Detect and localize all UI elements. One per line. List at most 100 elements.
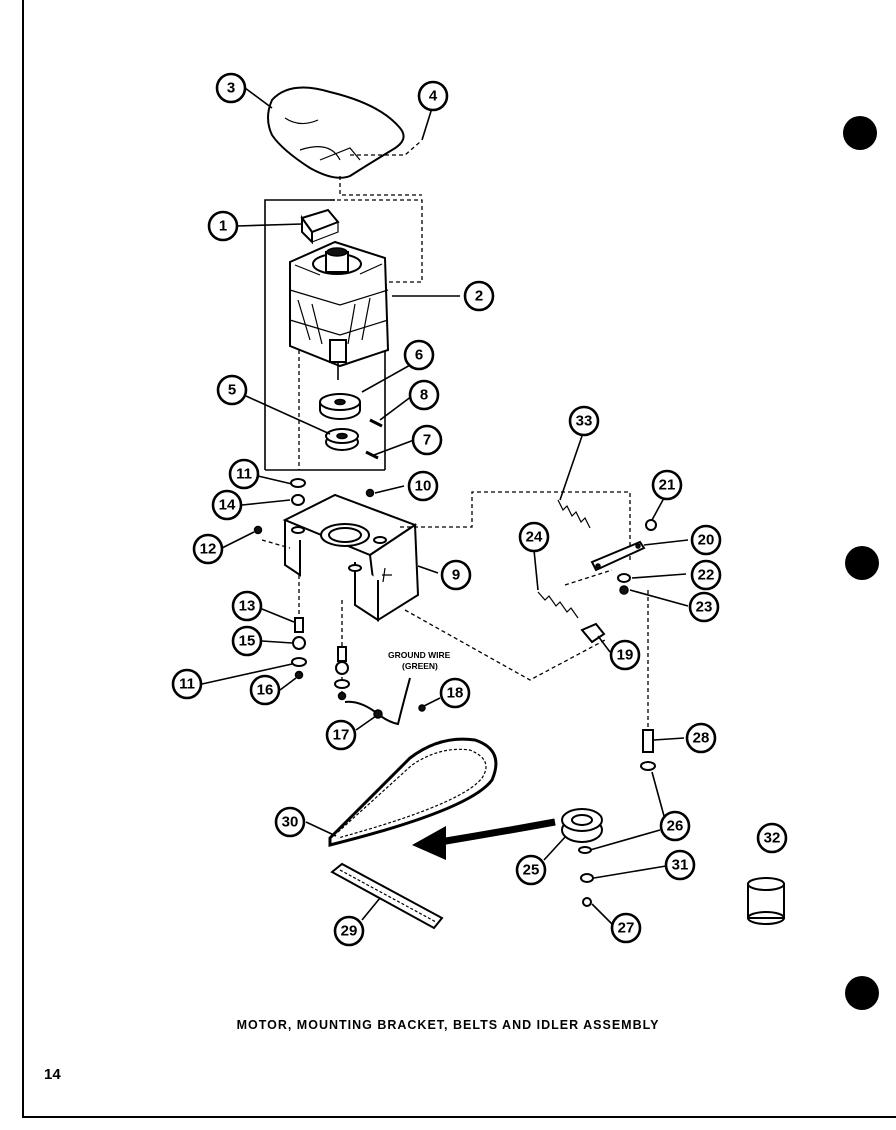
motor-pulley xyxy=(319,393,361,420)
svg-text:5: 5 xyxy=(228,382,236,399)
callout-33: 33 xyxy=(568,405,600,437)
nut-21 xyxy=(645,519,657,531)
callout-29: 29 xyxy=(333,915,365,947)
nut-10 xyxy=(365,488,375,498)
callout-31: 31 xyxy=(664,849,696,881)
callout-15: 15 xyxy=(231,625,263,657)
callout-16: 16 xyxy=(249,674,281,706)
screw-18 xyxy=(418,704,426,712)
callout-6: 6 xyxy=(403,339,435,371)
binder-hole-middle xyxy=(845,546,879,580)
svg-text:25: 25 xyxy=(523,862,540,879)
svg-text:15: 15 xyxy=(239,633,256,650)
svg-text:30: 30 xyxy=(282,814,299,831)
page-border xyxy=(22,0,896,1118)
callout-9: 9 xyxy=(440,559,472,591)
svg-text:16: 16 xyxy=(257,682,274,699)
motor-box-dashed xyxy=(330,199,423,283)
washer-31 xyxy=(580,873,594,883)
screw-23 xyxy=(619,585,629,595)
svg-text:3: 3 xyxy=(227,80,235,97)
svg-text:11: 11 xyxy=(179,676,195,693)
spacer-13 xyxy=(294,617,304,633)
callout-19: 19 xyxy=(609,639,641,671)
washer-11-bottom xyxy=(291,657,307,667)
callout-21: 21 xyxy=(651,469,683,501)
ground-wire xyxy=(344,677,411,726)
idler-pulley-25 xyxy=(561,808,603,843)
callout-5: 5 xyxy=(216,374,248,406)
callout-20: 20 xyxy=(690,524,722,556)
svg-text:6: 6 xyxy=(415,347,423,364)
svg-text:18: 18 xyxy=(447,685,464,702)
ground-wire-label-2: (GREEN) xyxy=(402,661,438,671)
binder-hole-top xyxy=(843,116,877,150)
callout-3: 3 xyxy=(215,72,247,104)
callout-27: 27 xyxy=(610,912,642,944)
spacer-center xyxy=(337,646,347,662)
nut-16 xyxy=(294,670,304,680)
callout-2: 2 xyxy=(463,280,495,312)
svg-text:29: 29 xyxy=(341,923,358,940)
bolt-12 xyxy=(253,525,263,535)
svg-text:1: 1 xyxy=(219,218,227,235)
callout-23: 23 xyxy=(688,591,720,623)
callout-11-bottom: 11 xyxy=(171,668,203,700)
callout-14: 14 xyxy=(211,489,243,521)
callout-12: 12 xyxy=(192,533,224,565)
idler-spring-33 xyxy=(557,499,591,529)
svg-text:11: 11 xyxy=(236,466,252,483)
capacitor-32 xyxy=(747,877,785,925)
callout-10: 10 xyxy=(407,470,439,502)
callout-32: 32 xyxy=(756,822,788,854)
svg-text:14: 14 xyxy=(219,497,236,514)
motor-group-outline xyxy=(264,199,335,470)
callout-26: 26 xyxy=(659,810,691,842)
svg-text:32: 32 xyxy=(764,830,781,847)
svg-text:21: 21 xyxy=(659,477,676,494)
svg-text:7: 7 xyxy=(423,432,431,449)
callout-18: 18 xyxy=(439,677,471,709)
svg-text:17: 17 xyxy=(333,727,350,744)
svg-text:31: 31 xyxy=(672,857,689,874)
drive-belt-30 xyxy=(328,737,498,847)
callout-17: 17 xyxy=(325,719,357,751)
svg-text:10: 10 xyxy=(415,478,432,495)
idler-arm xyxy=(590,540,646,572)
svg-text:9: 9 xyxy=(452,567,460,584)
svg-text:8: 8 xyxy=(420,387,428,404)
callout-7: 7 xyxy=(411,424,443,456)
svg-text:23: 23 xyxy=(696,599,713,616)
washer-11-top xyxy=(290,478,306,488)
svg-text:24: 24 xyxy=(526,529,543,546)
callout-28: 28 xyxy=(685,722,717,754)
svg-text:22: 22 xyxy=(698,567,715,584)
svg-text:4: 4 xyxy=(429,88,438,105)
binder-hole-bottom xyxy=(845,976,879,1010)
ground-wire-label-1: GROUND WIRE xyxy=(388,650,451,660)
nut-27 xyxy=(582,897,592,907)
grommet-15 xyxy=(292,636,306,650)
pin-8 xyxy=(369,418,383,428)
nut-center xyxy=(337,691,347,701)
svg-text:20: 20 xyxy=(698,532,715,549)
svg-text:27: 27 xyxy=(618,920,635,937)
assembly-arrow xyxy=(412,818,556,860)
svg-text:28: 28 xyxy=(693,730,710,747)
idler-spring-24 xyxy=(537,591,579,619)
callout-30: 30 xyxy=(274,806,306,838)
motor-switch xyxy=(300,208,340,245)
washer-26 xyxy=(640,761,656,771)
callout-8: 8 xyxy=(408,379,440,411)
grommet-center xyxy=(335,661,349,675)
motor-cover xyxy=(267,86,405,179)
svg-text:13: 13 xyxy=(239,598,256,615)
svg-text:12: 12 xyxy=(200,541,217,558)
callout-13: 13 xyxy=(231,590,263,622)
svg-text:19: 19 xyxy=(617,647,634,664)
washer-22 xyxy=(617,573,631,583)
page-number: 14 xyxy=(44,1066,61,1083)
motor xyxy=(289,240,390,380)
callout-25: 25 xyxy=(515,854,547,886)
